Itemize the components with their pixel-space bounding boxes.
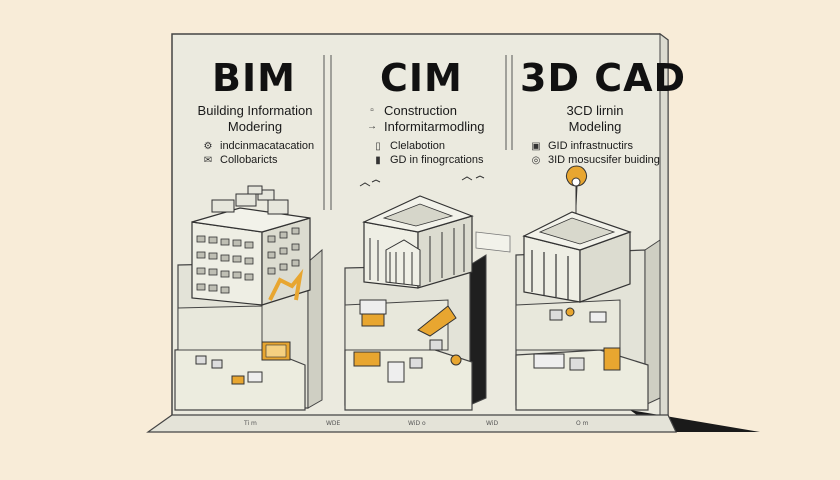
desk-item [231, 375, 245, 385]
subtitle-line: Construction [384, 103, 457, 118]
building-side [261, 217, 311, 306]
desk-item [353, 351, 381, 367]
desk-item [603, 347, 621, 371]
bird [461, 175, 485, 181]
crate [359, 299, 387, 315]
phone-icon: ▮ [375, 154, 381, 166]
subtitle-line: Building Information [197, 103, 313, 118]
desk-item [549, 309, 563, 321]
arrow-right-icon: → [367, 121, 377, 132]
rooftop-block [235, 193, 257, 207]
base-label: WiD [486, 420, 499, 427]
ramp [417, 305, 457, 337]
list-item-label: Clelabotion [390, 140, 446, 152]
pedestal-side [644, 239, 661, 406]
column-subtitle-bim: Building Information Modering [196, 103, 314, 135]
document-icon: ▯ [375, 140, 381, 152]
list-item: ▮ GD in finogrcations [372, 154, 484, 166]
pedestal [177, 305, 263, 351]
pedestal [515, 299, 621, 351]
rooftop-block [267, 199, 289, 215]
excavator-arm [268, 268, 304, 301]
window-grid [196, 227, 300, 294]
list-item: ⚙ indcinmacatacation [202, 140, 315, 152]
desk-item [533, 353, 565, 369]
desk-item [589, 311, 607, 323]
desk-item [195, 355, 207, 365]
desk-item [211, 359, 223, 369]
rooftop-block [211, 199, 235, 213]
list-item-label: GID infrastnuctirs [548, 140, 633, 152]
base-label: Ti m [244, 420, 257, 427]
laptop-screen [265, 344, 287, 358]
subtitle-line: 3CD lirnin [566, 103, 624, 118]
base-label: WDE [326, 420, 341, 427]
subtitle-row: ▫ Construction [366, 103, 457, 118]
list-item: ✉ Collobaricts [202, 154, 278, 166]
clipboard-icon: ▣ [531, 140, 541, 152]
desk-item [247, 371, 263, 383]
plan-sheet [475, 231, 511, 253]
pedestal-side [307, 248, 323, 409]
list-item: ◎ 3ID mosucsifer buiding [530, 154, 660, 166]
subtitle-line: Informitarmodling [384, 119, 485, 134]
gear-icon: ⚙ [203, 140, 213, 152]
rooftop-block [257, 189, 275, 201]
list-item-label: GD in finogrcations [390, 154, 484, 166]
subtitle-row: → Informitarmodling [366, 119, 484, 134]
portico [385, 239, 421, 287]
base-label: O m [576, 420, 589, 427]
roof-courtyard [382, 203, 454, 227]
pedestal-side [469, 254, 487, 406]
desk-item [569, 357, 585, 371]
rooftop-block [247, 185, 263, 195]
list-item-label: 3ID mosucsifer buiding [548, 154, 660, 166]
column-title-3d-cad: 3D CAD [520, 56, 687, 100]
bird [359, 179, 381, 187]
base-platform [146, 414, 677, 433]
desk-item [450, 354, 462, 366]
column-title-bim: BIM [212, 56, 296, 100]
subtitle-line: Modeling [568, 119, 622, 134]
list-item-label: indcinmacatacation [220, 140, 315, 152]
base-label: WiD o [408, 420, 426, 427]
desk-item [387, 361, 405, 383]
list-item: ▯ Clelabotion [372, 140, 445, 152]
desk-item [409, 357, 423, 369]
roof-grid [538, 217, 616, 245]
desk-item [565, 307, 575, 317]
cube-icon: ▫ [370, 105, 374, 116]
crate [361, 313, 385, 327]
column-subtitle-3d-cad: 3CD lirnin Modeling [540, 103, 650, 135]
bim-building [191, 185, 311, 385]
location-pin-icon [566, 165, 587, 214]
target-icon: ◎ [531, 154, 541, 166]
cad-building [522, 165, 632, 371]
subtitle-line: Modering [227, 119, 283, 134]
desk-item [429, 339, 443, 351]
list-item: ▣ GID infrastnuctirs [530, 140, 633, 152]
envelope-icon: ✉ [203, 154, 213, 166]
column-title-cim: CIM [380, 56, 463, 100]
cim-building [353, 175, 511, 383]
list-item-label: Collobaricts [220, 154, 278, 166]
